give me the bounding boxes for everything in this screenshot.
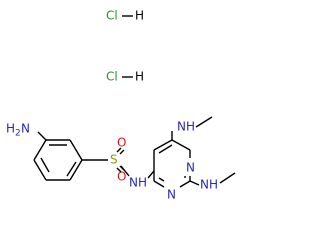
hydrogen-label: H <box>209 178 218 192</box>
chemical-structure: Cl H Cl H H 2 N S O O N <box>6 9 236 202</box>
structure-canvas: Cl H Cl H H 2 N S O O N <box>6 8 236 202</box>
ring-bond <box>69 139 83 161</box>
hcl-2: Cl H <box>106 70 144 84</box>
ring-double-bond <box>66 161 77 177</box>
amine-bond <box>37 131 47 141</box>
ring-bond <box>179 180 191 188</box>
ring-bond <box>69 159 83 181</box>
pyrimidine-ring: N N <box>153 139 195 202</box>
methylamino-top: N H <box>177 116 213 134</box>
s-o-double-bond <box>116 167 122 173</box>
ring-bond <box>171 139 191 151</box>
ring-bond <box>33 139 47 161</box>
ring-double-bond <box>158 177 165 182</box>
s-o-double-bond <box>116 147 122 153</box>
methyl-bond <box>195 116 213 128</box>
nitrogen-label: N <box>200 178 209 192</box>
ring-double-bond <box>158 144 173 154</box>
ring-double-bond <box>40 157 50 173</box>
s-o-double-bond <box>119 149 125 155</box>
nitrogen-label: N <box>21 122 30 136</box>
ring-bond <box>33 159 47 181</box>
ring-nitrogen-label: N <box>167 188 176 202</box>
benzene-ring <box>33 139 83 181</box>
hydrogen-label: H <box>135 9 144 23</box>
sulfur-label: S <box>110 153 118 167</box>
hydrogen-label: H <box>6 122 15 136</box>
hydrogen-label: H <box>186 120 195 134</box>
oxygen-label: O <box>117 170 126 184</box>
methylamino-bottom: N H <box>200 172 236 192</box>
nitrogen-label: N <box>129 176 138 190</box>
c-n-bond <box>189 180 200 186</box>
methyl-bond <box>219 172 236 184</box>
hcl-1: Cl H <box>106 9 144 23</box>
sulfonamide-nh: N H <box>129 176 147 190</box>
hydrogen-count: 2 <box>15 129 21 139</box>
nitrogen-label: N <box>177 120 186 134</box>
sulfonyl-group: S O O <box>110 136 126 184</box>
oxygen-label: O <box>117 136 126 150</box>
n-c-bond <box>147 170 155 179</box>
hydrogen-label: H <box>138 176 147 190</box>
ring-nitrogen-label: N <box>186 161 195 175</box>
hydrogen-label: H <box>135 70 144 84</box>
amine-group: H 2 N <box>6 122 30 139</box>
s-n-bond <box>120 165 130 177</box>
ring-bond <box>153 139 173 151</box>
chlorine-label: Cl <box>106 70 118 84</box>
ring-bond <box>153 180 165 188</box>
chlorine-label: Cl <box>106 9 118 23</box>
